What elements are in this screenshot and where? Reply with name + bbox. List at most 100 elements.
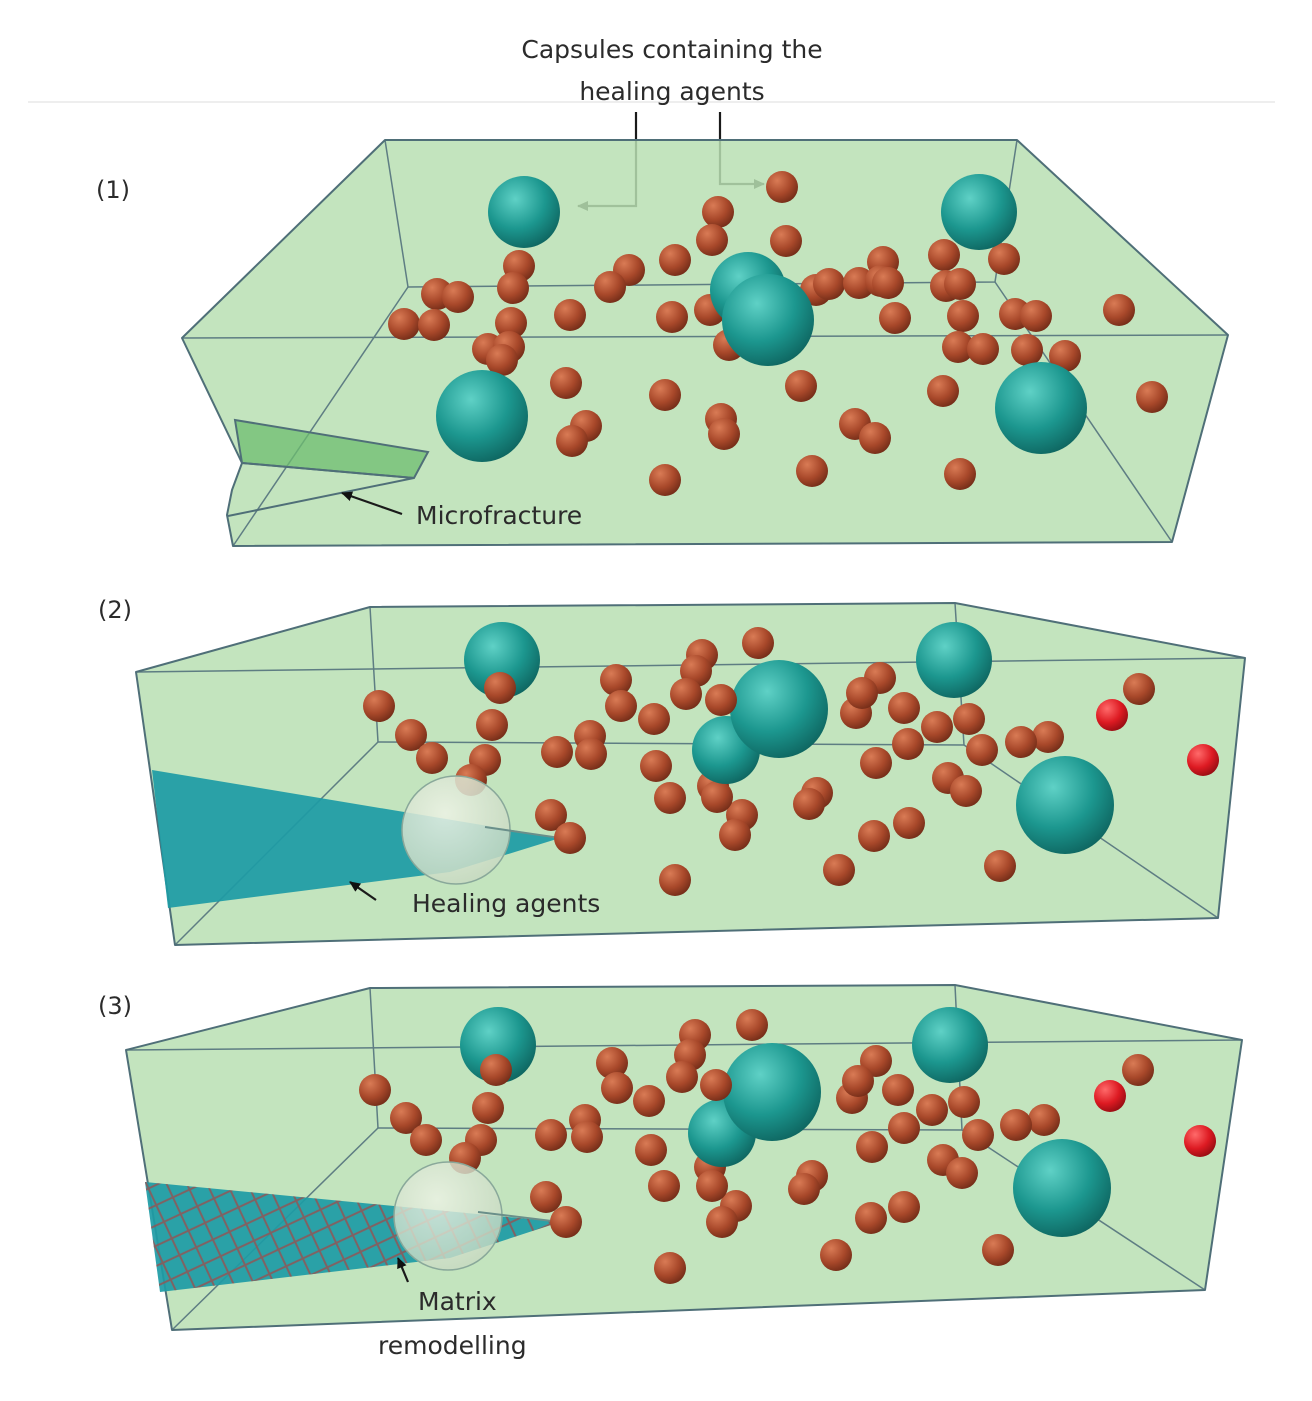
small-capsule xyxy=(888,692,920,724)
small-capsule xyxy=(418,309,450,341)
small-capsule xyxy=(893,807,925,839)
small-capsule xyxy=(390,1102,422,1134)
panel-2-capsules-front xyxy=(484,672,1219,854)
small-capsule xyxy=(696,1170,728,1202)
small-capsule xyxy=(363,690,395,722)
large-capsule xyxy=(722,274,814,366)
small-capsule xyxy=(966,734,998,766)
small-capsule xyxy=(948,1086,980,1118)
small-capsule xyxy=(1011,334,1043,366)
small-capsule xyxy=(785,370,817,402)
small-capsule xyxy=(796,455,828,487)
large-capsule xyxy=(488,176,560,248)
small-capsule xyxy=(395,719,427,751)
small-capsule xyxy=(535,799,567,831)
small-capsule xyxy=(638,703,670,735)
panel-3-annotation-line1: Matrix xyxy=(418,1287,497,1316)
small-capsule xyxy=(388,308,420,340)
small-capsule xyxy=(1000,1109,1032,1141)
large-capsule xyxy=(723,1043,821,1141)
small-capsule xyxy=(575,738,607,770)
small-capsule xyxy=(666,1061,698,1093)
remodelled-matrix xyxy=(145,1182,560,1292)
healing-agents-arrow xyxy=(349,881,377,901)
panel-3-capsules-back xyxy=(359,1007,1154,1284)
matrix-remodelling-arrow xyxy=(396,1257,410,1283)
large-capsule xyxy=(995,362,1087,454)
small-capsule xyxy=(1005,726,1037,758)
small-capsule xyxy=(928,239,960,271)
small-capsule xyxy=(1103,294,1135,326)
small-capsule xyxy=(554,299,586,331)
capsule-callout-line1: Capsules containing the xyxy=(521,35,822,64)
small-capsule xyxy=(793,788,825,820)
small-capsule xyxy=(888,1112,920,1144)
panel-1-outline xyxy=(181,139,1229,547)
small-capsule xyxy=(788,1173,820,1205)
small-capsule xyxy=(962,1119,994,1151)
small-capsule xyxy=(654,1252,686,1284)
small-capsule xyxy=(823,854,855,886)
small-capsule xyxy=(556,425,588,457)
large-capsule xyxy=(941,174,1017,250)
small-capsule xyxy=(856,1131,888,1163)
small-capsule xyxy=(813,268,845,300)
small-capsule xyxy=(648,1170,680,1202)
small-capsule xyxy=(702,196,734,228)
capsule-callout: Capsules containing the healing agents xyxy=(521,35,823,211)
small-capsule xyxy=(640,750,672,782)
small-capsule xyxy=(858,820,890,852)
released-capsule xyxy=(1187,744,1219,776)
panel-1-label: (1) xyxy=(96,176,130,204)
small-capsule xyxy=(659,864,691,896)
small-capsule xyxy=(700,1069,732,1101)
panel-1-capsules xyxy=(388,171,1168,496)
small-capsule xyxy=(1122,1054,1154,1086)
small-capsule xyxy=(859,422,891,454)
small-capsule xyxy=(550,367,582,399)
panel-3-matrix-remodelling: (3) Matrix remodelling xyxy=(98,984,1243,1360)
small-capsule xyxy=(1049,340,1081,372)
small-capsule xyxy=(944,458,976,490)
small-capsule xyxy=(946,1157,978,1189)
small-capsule xyxy=(654,782,686,814)
small-capsule xyxy=(736,1009,768,1041)
large-capsule xyxy=(1016,756,1114,854)
small-capsule xyxy=(1136,381,1168,413)
small-capsule xyxy=(472,1092,504,1124)
panel-3-outline xyxy=(125,984,1243,1331)
microfracture-arrow xyxy=(341,491,403,516)
small-capsule xyxy=(855,1202,887,1234)
small-capsule xyxy=(605,690,637,722)
small-capsule xyxy=(988,243,1020,275)
released-capsule xyxy=(1094,1080,1126,1112)
small-capsule xyxy=(635,1134,667,1166)
small-capsule xyxy=(442,281,474,313)
panel-3-annotation-line2: remodelling xyxy=(378,1331,527,1360)
small-capsule xyxy=(770,225,802,257)
small-capsule xyxy=(967,333,999,365)
small-capsule xyxy=(1123,673,1155,705)
small-capsule xyxy=(872,267,904,299)
released-capsule xyxy=(1184,1125,1216,1157)
large-capsule xyxy=(464,622,540,698)
small-capsule xyxy=(541,736,573,768)
panel-1-annotation: Microfracture xyxy=(416,501,582,530)
small-capsule xyxy=(950,775,982,807)
large-capsule xyxy=(730,660,828,758)
small-capsule xyxy=(596,1047,628,1079)
broken-capsule xyxy=(393,1161,503,1271)
small-capsule xyxy=(944,268,976,300)
small-capsule xyxy=(601,1072,633,1104)
capsule-callout-line2: healing agents xyxy=(579,77,764,106)
small-capsule xyxy=(696,224,728,256)
small-capsule xyxy=(649,464,681,496)
microfracture xyxy=(227,418,430,517)
small-capsule xyxy=(484,672,516,704)
small-capsule xyxy=(820,1239,852,1271)
small-capsule xyxy=(554,822,586,854)
panel-2-label: (2) xyxy=(98,596,132,624)
large-capsule xyxy=(916,622,992,698)
small-capsule xyxy=(706,1206,738,1238)
